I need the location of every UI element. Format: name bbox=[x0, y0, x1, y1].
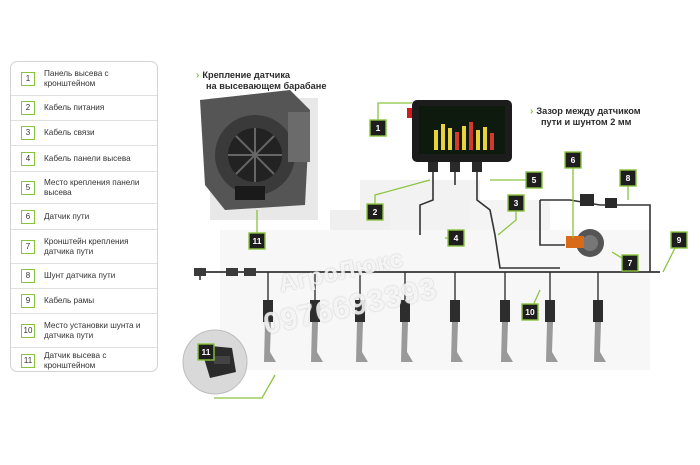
legend-item-text: Панель высева с кронштейном bbox=[44, 68, 109, 88]
legend-item-number: 6 bbox=[21, 209, 35, 224]
legend-item: 10 Место установки шунта и датчика пути bbox=[11, 314, 157, 348]
callout-label: 2 bbox=[373, 207, 378, 217]
heading-arrow-icon: › bbox=[530, 106, 534, 117]
callout-badge: 11 bbox=[197, 343, 215, 361]
seed-sensor bbox=[355, 272, 368, 362]
callout-badge: 1 bbox=[369, 119, 387, 137]
legend-item-number: 9 bbox=[21, 294, 35, 308]
legend-item-text: Кабель рамы bbox=[44, 296, 95, 305]
callout-label: 9 bbox=[677, 235, 682, 245]
legend: 1 Панель высева с кронштейном 2 Кабель пита… bbox=[10, 61, 158, 372]
legend-item: 8 Шунт датчика пути bbox=[11, 264, 157, 289]
cable-connector bbox=[194, 268, 206, 276]
legend-item: 11 Датчик высева с кронштейном bbox=[11, 348, 157, 371]
callout-label: 7 bbox=[628, 258, 633, 268]
seed-sensor bbox=[500, 272, 513, 362]
legend-item: 1 Панель высева с кронштейном bbox=[11, 62, 157, 96]
legend-item-number: 5 bbox=[21, 180, 35, 195]
legend-item: 7 Кронштейн крепления датчика пути bbox=[11, 230, 157, 264]
legend-item-text: Кабель связи bbox=[44, 128, 95, 137]
legend-item: 5 Место крепления панели высева bbox=[11, 172, 157, 204]
legend-item-text: Место крепления панели высева bbox=[44, 177, 140, 197]
callout-label: 8 bbox=[626, 173, 631, 183]
legend-item-text: Датчик высева с кронштейном bbox=[44, 350, 107, 370]
cables bbox=[199, 172, 660, 280]
legend-item: 4 Кабель панели высева bbox=[11, 146, 157, 172]
callout-badge: 4 bbox=[447, 229, 465, 247]
seed-sensor bbox=[593, 272, 606, 362]
seed-sensor bbox=[545, 272, 558, 362]
seed-sensor-inset bbox=[182, 329, 248, 395]
callout-label: 4 bbox=[454, 233, 459, 243]
legend-item-text: Место установки шунта и датчика пути bbox=[44, 320, 141, 340]
callout-label: 6 bbox=[571, 155, 576, 165]
callout-label: 1 bbox=[376, 123, 381, 133]
legend-item-number: 8 bbox=[21, 269, 35, 283]
display-panel bbox=[407, 100, 512, 172]
callout-badge: 7 bbox=[621, 254, 639, 272]
gap-heading: ›Зазор между датчиком пути и шунтом 2 мм bbox=[530, 106, 641, 128]
seed-sensors-row bbox=[194, 268, 606, 362]
callout-badge: 2 bbox=[366, 203, 384, 221]
heading-arrow-icon: › bbox=[196, 70, 200, 81]
drum-sensor-photo bbox=[200, 90, 318, 220]
cable-connector bbox=[244, 268, 256, 276]
gap-heading-line-2: пути и шунтом 2 мм bbox=[541, 117, 632, 127]
legend-item-number: 3 bbox=[21, 126, 35, 140]
callout-label: 3 bbox=[514, 198, 519, 208]
callout-badge: 11 bbox=[248, 232, 266, 250]
callout-label: 10 bbox=[525, 307, 535, 317]
legend-item: 6 Датчик пути bbox=[11, 204, 157, 230]
legend-item-text: Датчик пути bbox=[44, 211, 90, 221]
legend-item-number: 10 bbox=[21, 323, 35, 338]
seed-sensor bbox=[310, 272, 323, 362]
callout-badge: 10 bbox=[521, 303, 539, 321]
callout-badge: 9 bbox=[670, 231, 688, 249]
seed-sensor bbox=[450, 272, 463, 362]
gap-heading-line-1: Зазор между датчиком bbox=[536, 106, 641, 116]
leader-line bbox=[214, 374, 276, 399]
seed-sensor bbox=[400, 272, 413, 362]
legend-item-number: 4 bbox=[21, 151, 35, 166]
cable-connector bbox=[226, 268, 238, 276]
legend-item-number: 11 bbox=[21, 353, 35, 368]
legend-item-number: 7 bbox=[21, 239, 35, 254]
tractor-background bbox=[220, 180, 650, 370]
drum-mount-heading: ›Крепление датчика на высевающем барабан… bbox=[196, 70, 326, 92]
callout-badge: 3 bbox=[507, 194, 525, 212]
legend-item-number: 2 bbox=[21, 101, 35, 115]
callout-label: 5 bbox=[532, 175, 537, 185]
legend-item-text: Кронштейн крепления датчика пути bbox=[44, 236, 129, 256]
callout-label: 11 bbox=[253, 236, 262, 246]
legend-item: 2 Кабель питания bbox=[11, 96, 157, 121]
callouts: 1 2 3 4 5 6 7 8 9 10 11 11 bbox=[197, 119, 688, 361]
legend-item-number: 1 bbox=[21, 71, 35, 86]
legend-item: 9 Кабель рамы bbox=[11, 289, 157, 314]
legend-item: 3 Кабель связи bbox=[11, 121, 157, 146]
callout-badge: 8 bbox=[619, 169, 637, 187]
legend-item-text: Кабель питания bbox=[44, 103, 105, 112]
seed-sensor bbox=[263, 272, 276, 362]
legend-item-text: Кабель панели высева bbox=[44, 153, 131, 163]
callout-badge: 6 bbox=[564, 151, 582, 169]
path-sensor-assembly bbox=[566, 194, 617, 257]
drum-heading-line-1: Крепление датчика bbox=[202, 70, 291, 80]
legend-item-text: Шунт датчика пути bbox=[44, 271, 116, 280]
callout-label: 11 bbox=[202, 347, 211, 357]
drum-heading-line-2: на высевающем барабане bbox=[206, 81, 327, 91]
display-bars bbox=[434, 122, 494, 150]
callout-badge: 5 bbox=[525, 171, 543, 189]
